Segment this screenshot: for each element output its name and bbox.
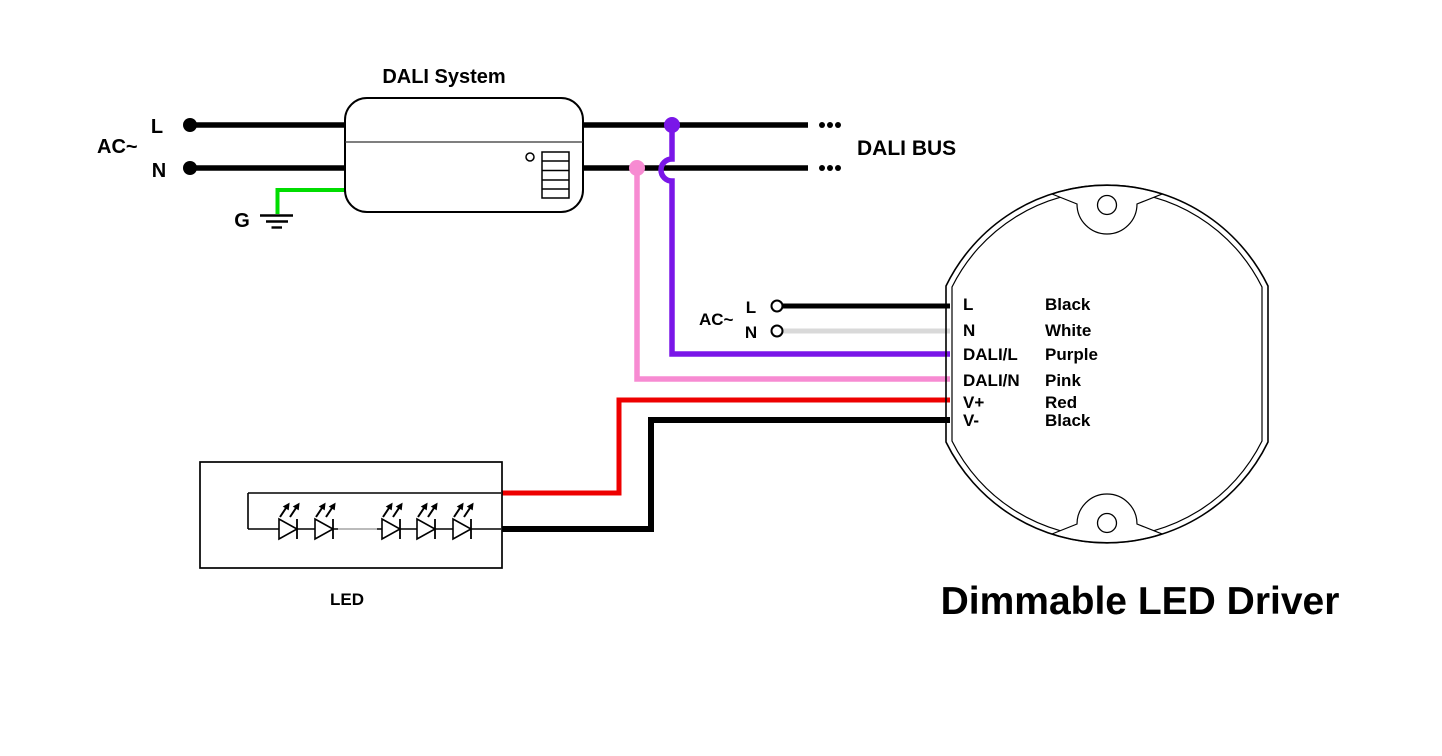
driver-ac-input: AC~ L N bbox=[699, 298, 950, 342]
dali-n-wire-pink bbox=[634, 168, 950, 382]
dali-bus: DALI BUS bbox=[583, 122, 956, 171]
dali-n-junction-dot bbox=[629, 160, 645, 176]
wire-color-dali-l: Purple bbox=[1045, 345, 1098, 364]
dali-system-box: DALI System bbox=[344, 66, 584, 213]
led-module-label: LED bbox=[330, 590, 364, 609]
mains-input: AC~ L N bbox=[97, 116, 345, 182]
dali-system-title: DALI System bbox=[382, 66, 505, 88]
driver-n-terminal-circle bbox=[770, 324, 784, 338]
ground-wire bbox=[275, 188, 345, 214]
terminal-name-dali-n: DALI/N bbox=[963, 371, 1020, 390]
dali-l-wire-purple bbox=[658, 125, 950, 357]
terminal-name-l: L bbox=[963, 295, 973, 314]
driver-body-inner-outline bbox=[951, 190, 1263, 538]
wire-color-n: White bbox=[1045, 321, 1091, 340]
driver-title: Dimmable LED Driver bbox=[941, 580, 1340, 623]
mains-l-label: L bbox=[151, 116, 163, 138]
mains-n-label: N bbox=[152, 160, 166, 182]
led-module: LED bbox=[199, 461, 503, 609]
dali-signal-wires bbox=[629, 117, 950, 382]
terminal-name-dali-l: DALI/L bbox=[963, 345, 1018, 364]
led-output-wires bbox=[502, 397, 950, 532]
driver-l-terminal-circle bbox=[770, 299, 784, 313]
wire-color-l: Black bbox=[1045, 295, 1091, 314]
led-symbol-icon bbox=[452, 502, 474, 541]
terminal-name-v-plus: V+ bbox=[963, 393, 984, 412]
terminal-name-n: N bbox=[963, 321, 975, 340]
driver-bottom-mounting-hole-icon bbox=[1096, 512, 1118, 534]
driver-ac-label: AC~ bbox=[699, 310, 734, 329]
led-driver: L N DALI/L DALI/N V+ V- Black White Purp… bbox=[945, 184, 1269, 544]
led-module-outline bbox=[199, 461, 503, 569]
ground-label: G bbox=[234, 210, 250, 232]
ground-symbol-icon bbox=[260, 214, 293, 229]
driver-ac-l-label: L bbox=[746, 298, 756, 317]
terminal-name-v-minus: V- bbox=[963, 411, 979, 430]
dali-bus-label: DALI BUS bbox=[857, 137, 956, 160]
terminal-block-icon bbox=[541, 151, 570, 199]
ground-connection: G bbox=[234, 188, 345, 232]
dali-system-outline bbox=[344, 97, 584, 213]
bus-continuation-dots-bottom-icon bbox=[819, 165, 841, 171]
driver-body-outer-outline bbox=[945, 184, 1269, 544]
led-symbols bbox=[278, 502, 474, 541]
driver-wire-color-labels: Black White Purple Pink Red Black bbox=[1045, 295, 1098, 430]
led-symbol-icon bbox=[314, 502, 336, 541]
led-symbol-icon bbox=[381, 502, 403, 541]
wire-color-dali-n: Pink bbox=[1045, 371, 1081, 390]
driver-top-mounting-hole-icon bbox=[1096, 194, 1118, 216]
driver-ac-n-label: N bbox=[745, 323, 757, 342]
driver-terminal-labels: L N DALI/L DALI/N V+ V- bbox=[963, 295, 1020, 430]
led-symbol-icon bbox=[416, 502, 438, 541]
v-plus-wire-red bbox=[502, 397, 950, 496]
mains-ac-label: AC~ bbox=[97, 136, 138, 158]
v-minus-wire-black bbox=[502, 417, 950, 532]
dali-l-junction-dot bbox=[664, 117, 680, 133]
led-symbol-icon bbox=[278, 502, 300, 541]
bus-continuation-dots-top-icon bbox=[819, 122, 841, 128]
wire-color-v-minus: Black bbox=[1045, 411, 1091, 430]
wire-color-v-plus: Red bbox=[1045, 393, 1077, 412]
indicator-dot-icon bbox=[525, 152, 535, 162]
